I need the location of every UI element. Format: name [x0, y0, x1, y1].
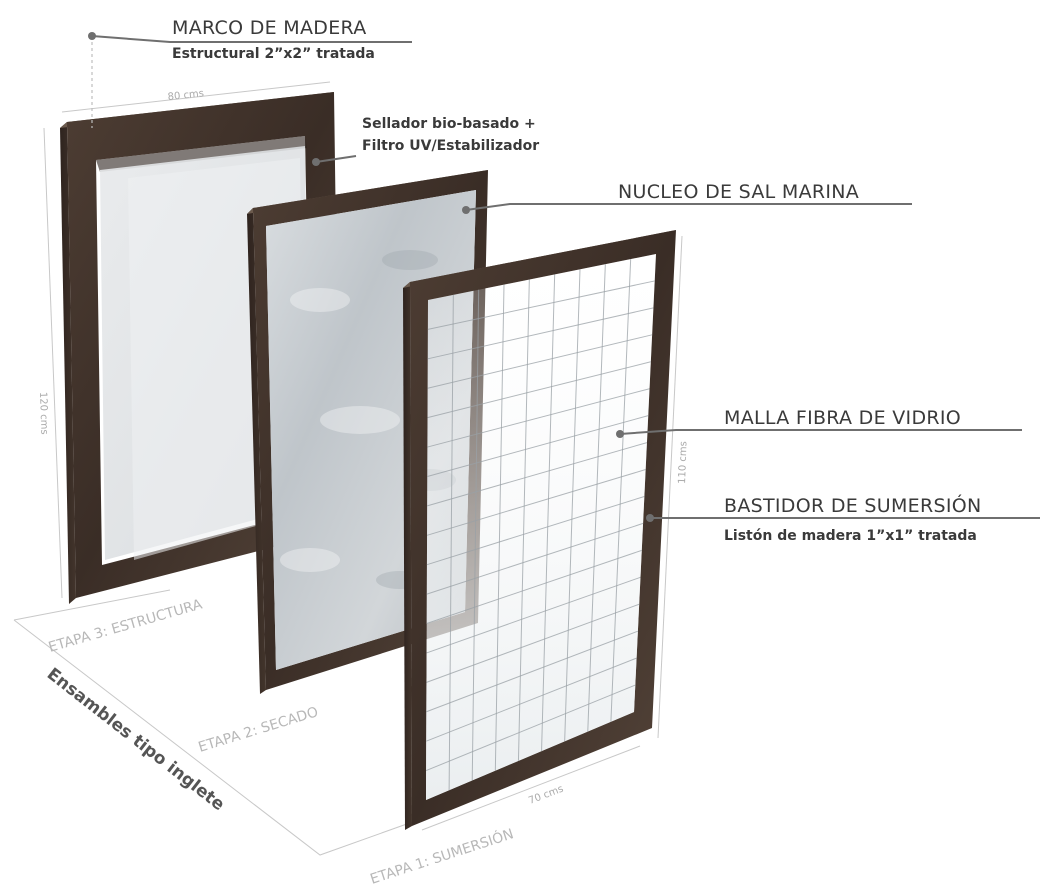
- frame-estructura-face: [67, 92, 340, 598]
- mesh-line: [564, 269, 581, 742]
- frame-sumersion-face: [410, 230, 676, 826]
- mesh-line: [448, 294, 454, 791]
- mesh-line: [471, 289, 480, 781]
- frame-sumersion: [403, 230, 676, 830]
- mesh-line: [425, 684, 636, 772]
- mesh-line: [426, 495, 645, 566]
- label-bastidor-title: BASTIDOR DE SUMERSIÓN: [724, 493, 982, 517]
- dim-width-back: 80 cms: [167, 88, 204, 103]
- mesh-line: [426, 469, 646, 536]
- label-nucleo-title: NUCLEO DE SAL MARINA: [618, 181, 859, 203]
- label-sellador-line1: Sellador bio-basado +: [362, 116, 536, 132]
- label-etapa1: ETAPA 1: SUMERSIÓN: [368, 824, 516, 887]
- mesh-line: [426, 603, 640, 683]
- dimension-lines: [43, 36, 683, 831]
- mesh-line: [541, 274, 556, 752]
- mesh-line: [427, 442, 648, 507]
- mesh-line: [427, 307, 654, 360]
- leader-dots: [88, 32, 654, 522]
- mesh-line: [427, 280, 655, 330]
- frame-estructura-side: [60, 122, 76, 604]
- mesh-line: [426, 576, 641, 654]
- label-etapa3: ETAPA 3: ESTRUCTURA: [47, 596, 205, 655]
- label-bastidor-sub: Listón de madera 1”x1” tratada: [724, 528, 977, 544]
- frame-secado-side: [247, 208, 266, 694]
- fiberglass-mesh: [425, 259, 655, 791]
- mesh-line: [517, 279, 530, 761]
- mesh-line: [494, 284, 505, 771]
- label-etapa2: ETAPA 2: SECADO: [196, 704, 320, 756]
- mesh-line: [427, 334, 653, 389]
- label-malla-title: MALLA FIBRA DE VIDRIO: [724, 407, 961, 429]
- mesh-backdrop: [426, 254, 656, 800]
- label-marco-title: MARCO DE MADERA: [172, 17, 367, 39]
- mesh-line: [426, 522, 644, 595]
- dim-height-back: 120 cms: [37, 392, 49, 435]
- mesh-line: [426, 549, 642, 625]
- mesh-line: [610, 259, 632, 722]
- frame-secado-face: [253, 170, 488, 690]
- label-marco-sub: Estructural 2”x2” tratada: [172, 46, 375, 62]
- mesh-line: [427, 361, 651, 419]
- mesh-line: [587, 264, 606, 732]
- mesh-line: [426, 657, 637, 742]
- mesh-line: [427, 415, 649, 477]
- leader-lines: [91, 35, 1040, 519]
- frame-sumersion-side: [403, 282, 412, 830]
- dim-height-front: 110 cms: [677, 441, 689, 484]
- mesh-line: [427, 388, 650, 448]
- mesh-line: [426, 630, 639, 713]
- label-sellador-line2: Filtro UV/Estabilizador: [362, 138, 539, 154]
- salt-texture: [280, 250, 456, 589]
